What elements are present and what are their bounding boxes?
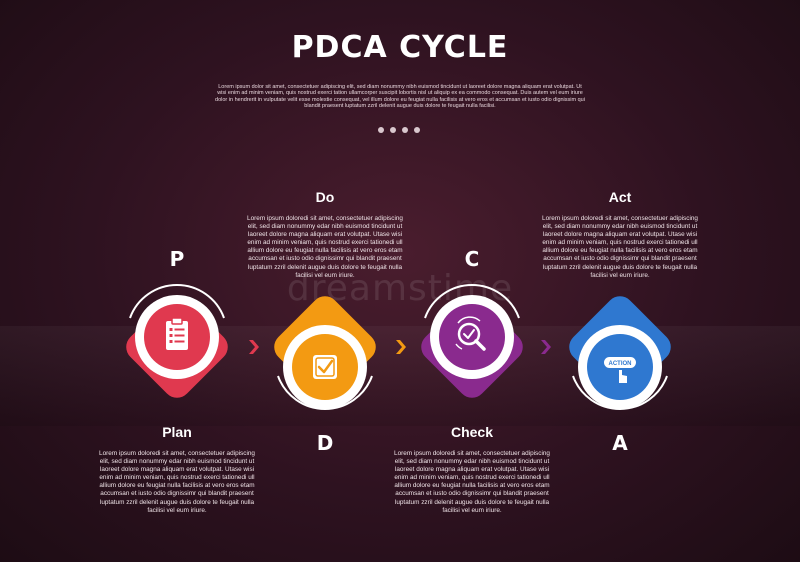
- stage-desc-act: Lorem ipsum doloredi sit amet, consectet…: [542, 215, 698, 279]
- dot-1: [378, 127, 384, 133]
- stage-letter-c: C: [464, 247, 480, 271]
- stage-label-act: Act: [608, 189, 632, 205]
- stage-do: [274, 296, 376, 410]
- stage-act: ACTION: [569, 296, 671, 410]
- stage-letter-a: A: [612, 431, 628, 455]
- page-title: PDCA CYCLE: [291, 30, 509, 65]
- stage-desc-do: Lorem ipsum doloredi sit amet, consectet…: [247, 215, 403, 279]
- dot-4: [414, 127, 420, 133]
- check-icon-circle: [439, 304, 505, 370]
- chevron-right-icon: [396, 340, 406, 354]
- svg-text:ACTION: ACTION: [609, 361, 632, 367]
- stage-letter-p: P: [169, 247, 185, 271]
- page-subtitle: Lorem ipsum dolor sit amet, consectetuer…: [215, 84, 585, 110]
- action-button-icon: ACTION: [604, 357, 636, 383]
- dot-3: [402, 127, 408, 133]
- stage-plan: [126, 284, 228, 398]
- check-outer-arc: [424, 284, 520, 319]
- chevron-right-icon: [541, 340, 551, 354]
- pagination-dots: [378, 127, 422, 135]
- stage-label-do: Do: [315, 189, 335, 205]
- stage-check: [421, 284, 523, 398]
- stage-desc-plan: Lorem ipsum doloredi sit amet, consectet…: [99, 450, 255, 514]
- stage-letter-d: D: [316, 431, 334, 455]
- stage-label-plan: Plan: [162, 424, 192, 440]
- clipboard-icon: [166, 317, 188, 350]
- magnifier-check-icon: [455, 316, 486, 351]
- checkbox-icon: [313, 355, 337, 379]
- dot-2: [390, 127, 396, 133]
- stage-desc-check: Lorem ipsum doloredi sit amet, consectet…: [394, 450, 550, 514]
- stage-label-check: Check: [450, 424, 494, 440]
- chevron-right-icon: [249, 340, 259, 354]
- plan-outer-arc: [129, 284, 225, 319]
